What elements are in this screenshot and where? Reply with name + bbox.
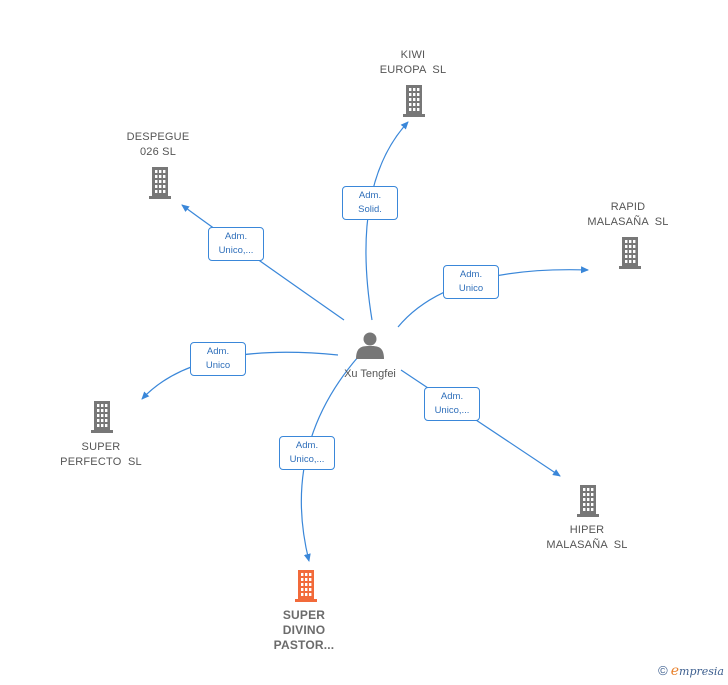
person-icon[interactable]	[356, 332, 384, 360]
edge-despegue	[181, 204, 345, 321]
company-label-hiper[interactable]: HIPER MALASAÑA SL	[546, 524, 628, 551]
edge-label-kiwi[interactable]: Adm. Solid.	[342, 186, 398, 220]
company-label-superdivino[interactable]: SUPER DIVINO PASTOR...	[273, 608, 335, 652]
empresia-logo: ©empresia	[658, 663, 724, 679]
building-icon[interactable]	[403, 85, 425, 117]
edge-label-despegue[interactable]: Adm. Unico,...	[208, 227, 264, 261]
company-label-kiwi[interactable]: KIWI EUROPA SL	[379, 49, 447, 76]
brand-name: mpresia	[679, 665, 724, 678]
person-name[interactable]: Xu Tengfei	[344, 368, 396, 380]
edge-label-superperfecto[interactable]: Adm. Unico	[190, 342, 246, 376]
brand-initial: e	[670, 663, 680, 679]
edge-kiwi	[365, 121, 409, 321]
company-label-rapid[interactable]: RAPID MALASAÑA SL	[587, 201, 669, 228]
building-icon[interactable]	[577, 485, 599, 517]
edge-hiper	[400, 369, 561, 477]
building-icon[interactable]	[295, 570, 317, 602]
edge-label-hiper[interactable]: Adm. Unico,...	[424, 387, 480, 421]
edge-label-rapid[interactable]: Adm. Unico	[443, 265, 499, 299]
company-label-despegue[interactable]: DESPEGUE 026 SL	[126, 131, 190, 158]
building-icon[interactable]	[91, 401, 113, 433]
building-icon[interactable]	[149, 167, 171, 199]
edge-label-superdivino[interactable]: Adm. Unico,...	[279, 436, 335, 470]
company-label-superperfecto[interactable]: SUPER PERFECTO SL	[60, 441, 142, 468]
copyright-symbol: ©	[658, 663, 668, 678]
building-icon[interactable]	[619, 237, 641, 269]
